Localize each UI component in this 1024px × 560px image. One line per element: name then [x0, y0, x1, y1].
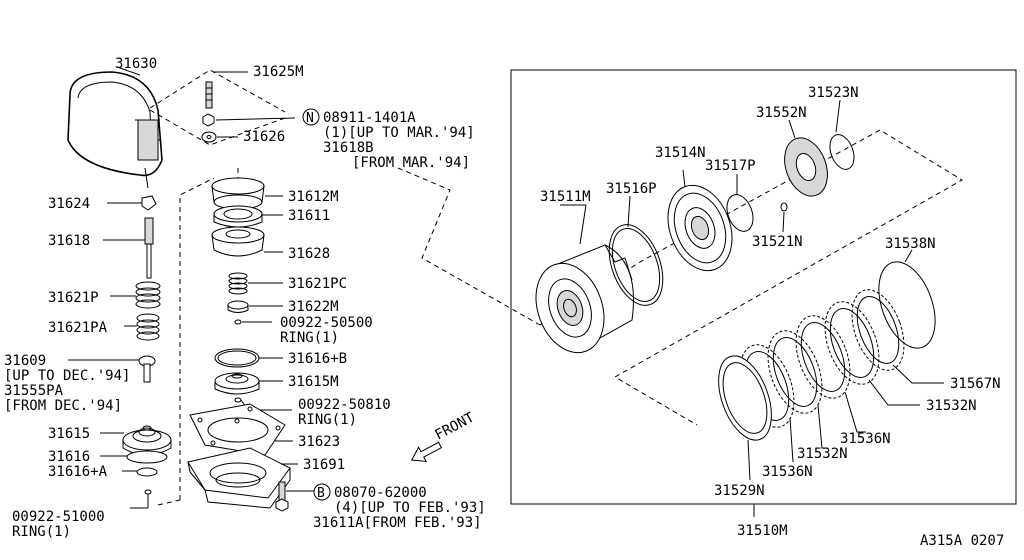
- label-31691: 31691: [303, 457, 345, 473]
- seal-31616B: [214, 348, 260, 368]
- label-31621PC: 31621PC: [288, 276, 347, 292]
- label-31511M: 31511M: [540, 189, 591, 205]
- gasket-31623: [189, 403, 286, 456]
- clutch-assembly-box: [510, 69, 1017, 505]
- label-31630: 31630: [115, 56, 157, 72]
- part-symbol-b-icon: [313, 483, 331, 501]
- washer-31626: [201, 131, 217, 143]
- label-08070-62000: 08070-62000: [334, 485, 427, 501]
- label-31616A: 31616+A: [48, 464, 108, 480]
- ring-31516P: [608, 224, 664, 306]
- label-31552N: 31552N: [756, 105, 807, 121]
- note-31618B: [FROM MAR.'94]: [352, 155, 470, 171]
- label-31517P: 31517P: [705, 158, 756, 174]
- label-31621PA: 31621PA: [48, 320, 108, 336]
- ring-00922-50500: [234, 319, 242, 325]
- label-31536N-left: 31536N: [762, 464, 813, 480]
- label-31532N-left: 31532N: [797, 446, 848, 462]
- note-31609: [UP TO DEC.'94]: [4, 368, 130, 384]
- note-08070-62000: (4)[UP TO FEB.'93]: [334, 500, 486, 516]
- label-00922-50810: 00922-50810: [298, 397, 391, 413]
- label-31618: 31618: [48, 233, 90, 249]
- label-31529N: 31529N: [714, 483, 765, 499]
- label-31618B: 31618B: [323, 140, 374, 156]
- ring-00922-50810: [234, 397, 242, 403]
- stud-31625M: [205, 81, 213, 109]
- label-31521N: 31521N: [752, 234, 803, 250]
- label-31510M: 31510M: [737, 523, 788, 539]
- piston-31628: [211, 226, 265, 257]
- piston-31611: [213, 205, 263, 228]
- label-08911-1401A: 08911-1401A: [323, 110, 416, 126]
- label-31628: 31628: [288, 246, 330, 262]
- seal-31616A: [136, 467, 158, 477]
- label-31612M: 31612M: [288, 189, 339, 205]
- front-arrow-icon: [410, 441, 443, 463]
- label-31611A: 31611A[FROM FEB.'93]: [313, 515, 482, 531]
- ring-31523N: [829, 134, 855, 170]
- label-31516P: 31516P: [606, 181, 657, 197]
- front-label: FRONT: [432, 409, 477, 443]
- label-31623: 31623: [298, 434, 340, 450]
- label-31523N: 31523N: [808, 85, 859, 101]
- rod-31618: [144, 217, 154, 279]
- label-31622M: 31622M: [288, 299, 339, 315]
- label-31615M: 31615M: [288, 374, 339, 390]
- piston-31615: [122, 425, 172, 456]
- label-31625M: 31625M: [253, 64, 304, 80]
- label-31555PA: 31555PA: [4, 383, 64, 399]
- cover-31691: [187, 447, 291, 509]
- brake-band-31630: [67, 71, 163, 189]
- seal-31517P: [726, 194, 754, 232]
- ring-00922-51000-qty: RING(1): [12, 524, 71, 540]
- ring-31538N: [878, 261, 936, 349]
- piston-31514N: [667, 184, 733, 272]
- label-31621P: 31621P: [48, 290, 99, 306]
- part-31521N: [780, 202, 788, 212]
- ring-00922-50500-qty: RING(1): [280, 330, 339, 346]
- label-31616B: 31616+B: [288, 351, 347, 367]
- note-31555PA: [FROM DEC.'94]: [4, 398, 122, 414]
- label-31615: 31615: [48, 426, 90, 442]
- spring-31621PC: [228, 272, 248, 295]
- label-31536N-right: 31536N: [840, 431, 891, 447]
- retainer-31552N: [784, 137, 828, 197]
- label-31616: 31616: [48, 449, 90, 465]
- symbol-n: N: [306, 111, 314, 126]
- label-00922-50500: 00922-50500: [280, 315, 373, 331]
- label-31624: 31624: [48, 196, 90, 212]
- drum-31511M: [535, 244, 634, 354]
- label-31609: 31609: [4, 353, 46, 369]
- label-31611: 31611: [288, 208, 330, 224]
- label-31514N: 31514N: [655, 145, 706, 161]
- diagram-code: A315A 0207: [920, 533, 1004, 549]
- seal-31616: [126, 450, 168, 464]
- spring-31621P: [135, 281, 161, 309]
- note-08911-1401A: (1)[UP TO MAR.'94]: [323, 125, 475, 141]
- piston-31615M: [214, 372, 260, 395]
- label-31626: 31626: [243, 129, 285, 145]
- nut-08911-1401A: [202, 113, 215, 127]
- retainer-31622M: [227, 300, 249, 313]
- clutch-plate-stack: [718, 289, 905, 441]
- bolt-08070-62000: [275, 481, 289, 512]
- label-31567N-right: 31567N: [950, 376, 1001, 392]
- label-31532N-right: 31532N: [926, 398, 977, 414]
- symbol-b: B: [317, 486, 325, 501]
- part-31609: [138, 355, 156, 383]
- part-symbol-n-icon: [302, 108, 320, 126]
- ring-00922-50810-qty: RING(1): [298, 412, 357, 428]
- cup-31612M: [211, 177, 265, 210]
- part-31624: [141, 195, 157, 211]
- spring-31621PA: [136, 313, 160, 341]
- label-31538N: 31538N: [885, 236, 936, 252]
- label-00922-51000: 00922-51000: [12, 509, 105, 525]
- ring-00922-51000: [144, 489, 152, 495]
